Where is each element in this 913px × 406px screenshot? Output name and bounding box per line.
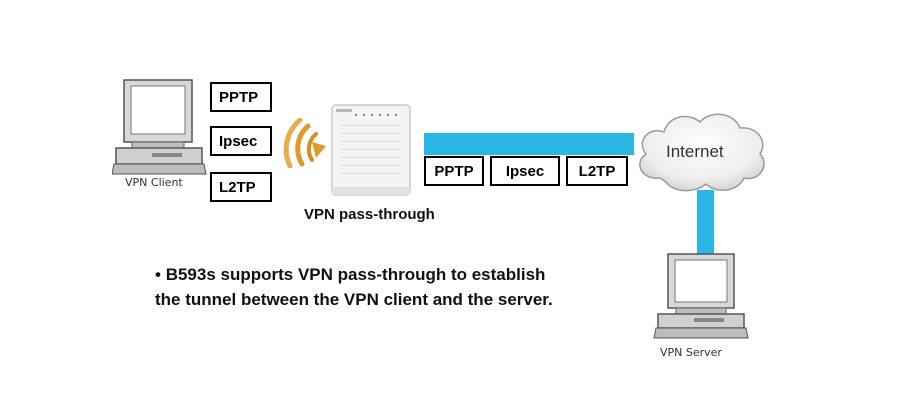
tunnel-protocol-pptp: PPTP	[424, 156, 484, 186]
router-label: VPN pass-through	[304, 206, 435, 223]
tunnel-protocol-l2tp: L2TP	[566, 156, 628, 186]
cloud-label: Internet	[666, 142, 724, 161]
computer-icon	[653, 253, 749, 339]
bullet: •	[155, 265, 161, 284]
client-protocol-pptp: PPTP	[210, 82, 272, 112]
note-text-2: the tunnel between the VPN client and th…	[155, 290, 553, 309]
client-protocol-l2tp: L2TP	[210, 172, 272, 202]
wifi-signal-icon	[283, 117, 326, 169]
router	[330, 103, 412, 198]
description-note: • B593s supports VPN pass-through to est…	[155, 262, 625, 312]
client-label: VPN Client	[125, 176, 183, 189]
server-link	[697, 190, 714, 258]
vpn-server: VPN Server	[650, 252, 760, 372]
computer-icon	[111, 79, 207, 175]
cloud-icon	[639, 113, 765, 192]
tunnel-link	[424, 133, 634, 155]
note-line-1: • B593s supports VPN pass-through to est…	[155, 262, 625, 287]
router-icon	[331, 104, 411, 196]
internet-cloud: Internet	[630, 106, 770, 196]
vpn-client: VPN Client	[111, 78, 207, 193]
note-text-1: B593s supports VPN pass-through to estab…	[165, 265, 546, 284]
client-protocol-ipsec: Ipsec	[210, 126, 272, 156]
wifi-signal	[282, 117, 332, 169]
server-label: VPN Server	[660, 346, 722, 359]
tunnel-protocol-ipsec: Ipsec	[490, 156, 560, 186]
